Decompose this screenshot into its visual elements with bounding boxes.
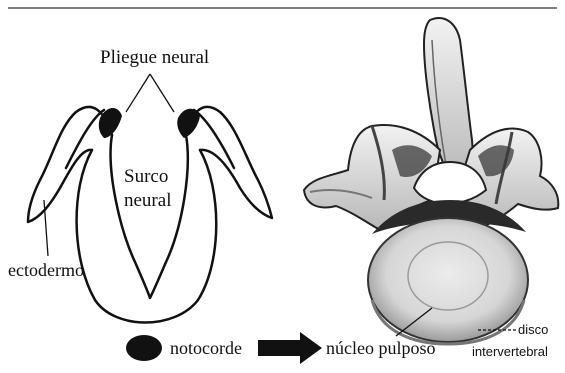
pliegue-pointer-lines bbox=[126, 74, 174, 112]
vertebra-illustration bbox=[304, 18, 558, 344]
disco-label-line1: disco bbox=[518, 322, 548, 337]
left-fold-inner-stroke bbox=[66, 110, 104, 168]
notocorde-label: notocorde bbox=[170, 338, 242, 358]
ectodermo-label: ectodermo bbox=[8, 260, 84, 280]
right-fold-inner-stroke bbox=[194, 110, 234, 168]
nucleo-pulposo-label: núcleo pulposo bbox=[326, 338, 436, 358]
pliegue-neural-label: Pliegue neural bbox=[100, 47, 209, 68]
right-crest-shading bbox=[177, 109, 200, 138]
surco-neural-label-line1: Surco bbox=[124, 166, 168, 187]
transition-arrow bbox=[258, 332, 322, 364]
neural-fold-diagram bbox=[28, 107, 272, 323]
intervertebral-disc bbox=[368, 218, 528, 342]
disco-label-line2: intervertebral bbox=[472, 344, 548, 359]
neural-groove-contour bbox=[111, 135, 188, 298]
notocorde-marker bbox=[126, 335, 162, 361]
right-fold-arm bbox=[186, 107, 272, 218]
surco-neural-label-line2: neural bbox=[124, 190, 171, 211]
